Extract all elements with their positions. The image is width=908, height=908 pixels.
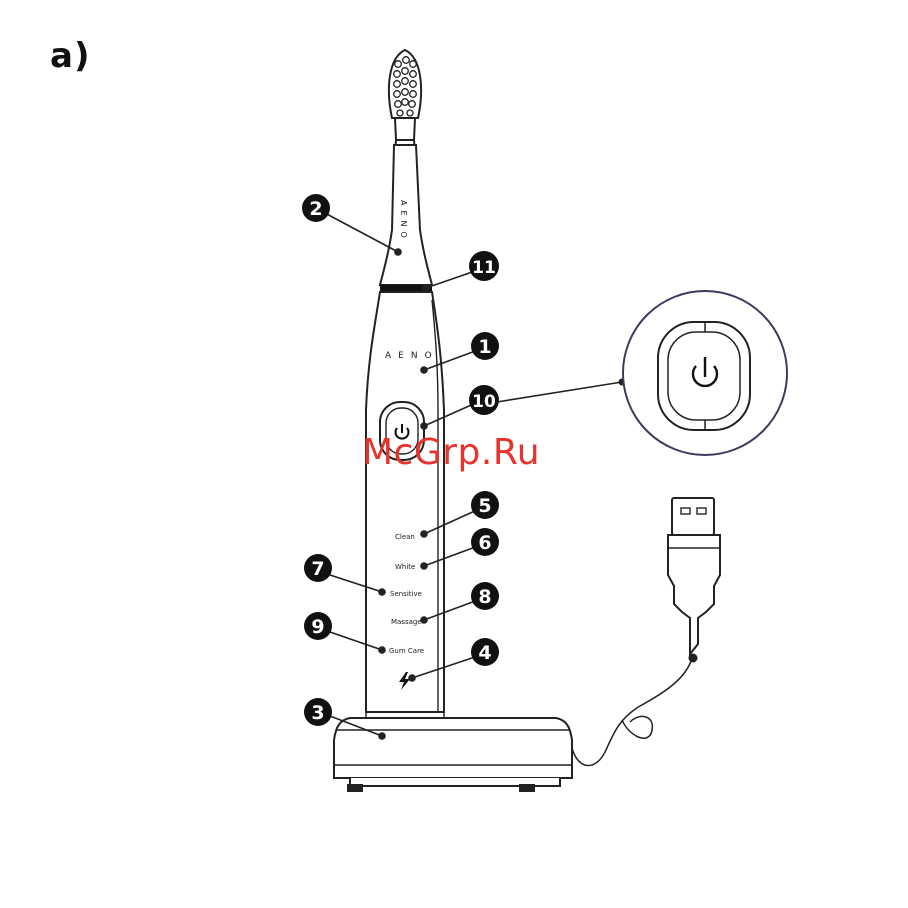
mode-label-gum-care: Gum Care bbox=[389, 647, 424, 655]
callout-11: 11 bbox=[469, 251, 499, 281]
watermark-text: McGrp.Ru bbox=[362, 432, 540, 473]
cable-loop bbox=[622, 716, 652, 738]
callout-7: 7 bbox=[304, 554, 332, 582]
mode-label-white: White bbox=[395, 563, 415, 571]
svg-text:10: 10 bbox=[472, 392, 496, 412]
callout-9: 9 bbox=[304, 612, 332, 640]
handle-brand: AENO bbox=[385, 351, 439, 361]
brush-head bbox=[380, 50, 432, 285]
callout-3: 3 bbox=[304, 698, 332, 726]
charging-base bbox=[334, 712, 572, 791]
callout-6: 6 bbox=[471, 528, 499, 556]
svg-text:5: 5 bbox=[478, 495, 491, 517]
callout-10: 10 bbox=[469, 385, 499, 415]
brush-head-brand: AENO bbox=[399, 200, 408, 243]
svg-text:4: 4 bbox=[478, 642, 491, 664]
callout-8: 8 bbox=[471, 582, 499, 610]
mode-label-massage: Massage bbox=[391, 618, 422, 626]
svg-text:3: 3 bbox=[311, 702, 324, 724]
svg-text:6: 6 bbox=[478, 532, 491, 554]
mode-label-clean: Clean bbox=[395, 533, 415, 541]
usb-plug bbox=[668, 498, 720, 662]
callout-1: 1 bbox=[471, 332, 499, 360]
callout-2: 2 bbox=[302, 194, 330, 222]
usb-cable bbox=[572, 658, 692, 766]
callout-4: 4 bbox=[471, 638, 499, 666]
svg-text:1: 1 bbox=[478, 336, 491, 358]
svg-text:8: 8 bbox=[478, 586, 491, 608]
svg-text:11: 11 bbox=[472, 258, 496, 278]
mode-label-sensitive: Sensitive bbox=[390, 590, 422, 598]
svg-text:7: 7 bbox=[311, 558, 324, 580]
svg-text:2: 2 bbox=[309, 198, 322, 220]
svg-text:9: 9 bbox=[311, 616, 324, 638]
zoom-leader bbox=[497, 382, 622, 402]
callout-5: 5 bbox=[471, 491, 499, 519]
